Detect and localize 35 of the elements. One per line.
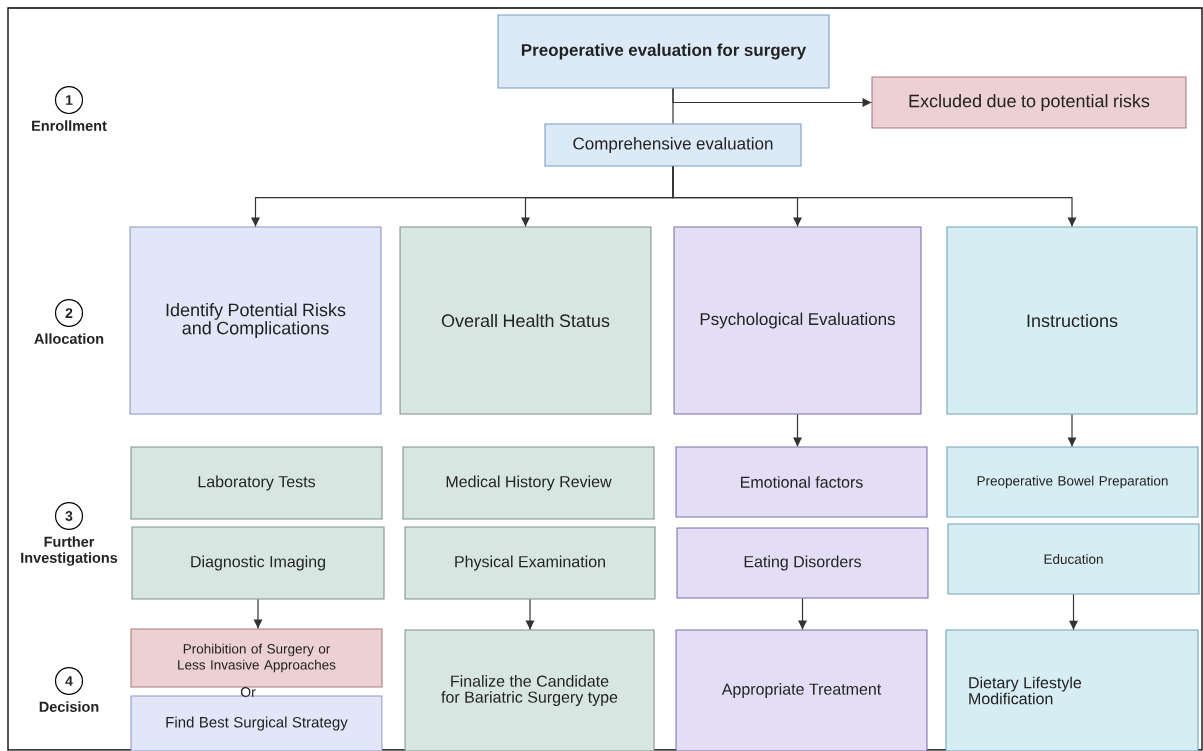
arrow: [793, 413, 802, 448]
process-box: Comprehensive evaluation: [544, 123, 802, 167]
process-box: Emotional factors: [675, 446, 928, 518]
step-label: Enrollment: [32, 120, 107, 131]
arrow: [672, 165, 1077, 228]
arrow: [525, 598, 535, 631]
category-box: Psychological Evaluations: [673, 226, 922, 415]
decision-box: Dietary Lifestyle Modification: [945, 629, 1199, 751]
decision-box: Finalize the Candidate for Bariatric Surgery type: [404, 629, 655, 751]
step-number: 2: [54, 298, 84, 328]
step-label: Decision: [39, 701, 99, 712]
decision-box: Appropriate Treatment: [675, 629, 928, 751]
process-box: Medical History Review: [402, 446, 655, 520]
category-box: Instructions: [946, 226, 1198, 415]
process-box: Eating Disorders: [676, 527, 929, 599]
step-number: 1: [54, 85, 84, 115]
arrow: [1067, 413, 1077, 448]
process-box: Education: [947, 523, 1200, 595]
step-number: 3: [54, 501, 84, 531]
connector-word: Or: [240, 687, 256, 697]
process-box: Laboratory Tests: [130, 446, 383, 520]
arrow: [798, 597, 807, 631]
step-label: Further Investigations: [21, 536, 118, 566]
process-box: Diagnostic Imaging: [131, 526, 385, 600]
exclusion-box: Excluded due to potential risks: [871, 76, 1187, 129]
arrow: [1069, 593, 1078, 631]
category-box: Overall Health Status: [399, 226, 652, 415]
arrow: [253, 598, 263, 630]
decision-box: Prohibition of Surgery or Less Invasive Approaches: [130, 628, 383, 688]
process-box: Physical Examination: [404, 526, 656, 600]
step-label: Allocation: [34, 333, 104, 344]
title-box: Preoperative evaluation for surgery: [497, 14, 830, 89]
step-number: 4: [54, 666, 84, 696]
category-box: Identify Potential Risks and Complications: [129, 226, 382, 415]
process-box: Preoperative Bowel Preparation: [946, 446, 1199, 518]
